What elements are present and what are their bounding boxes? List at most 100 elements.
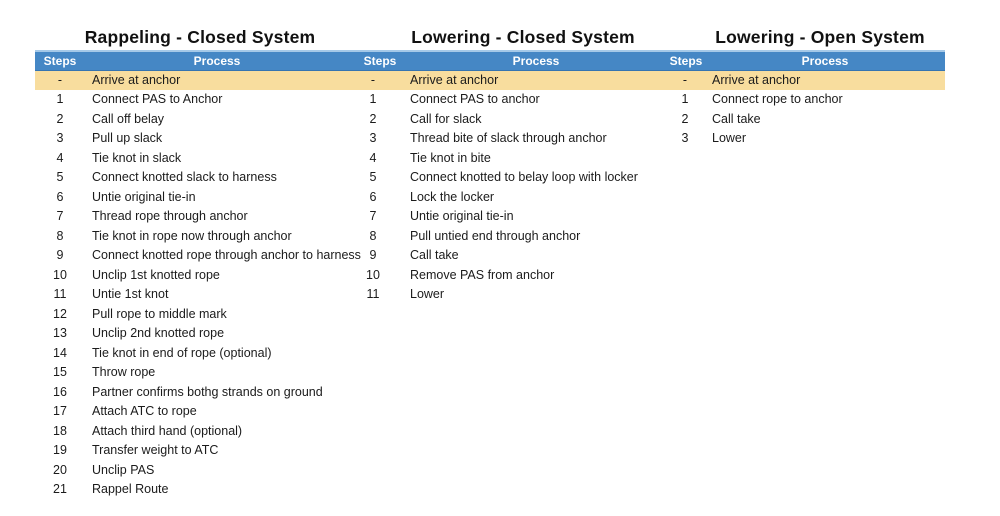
step-number: 2 [56,111,64,126]
table-row: 12 Pull rope to middle mark [35,305,361,325]
process-text: Tie knot in bite [410,150,491,165]
process-text: Tie knot in end of rope (optional) [92,345,272,360]
step-number: 7 [56,209,64,223]
process-text: Connect PAS to anchor [410,92,540,106]
step-number: 18 [53,423,67,438]
process-text: Unclip 2nd knotted rope [92,326,225,340]
process-text: Call for slack [410,111,482,126]
table-row: 4 Tie knot in bite [348,149,638,169]
step-number: 5 [56,170,64,184]
process-text: Remove PAS from anchor [410,267,555,282]
step-number: - [370,73,376,87]
process-text: Untie original tie-in [410,209,514,223]
table-row: 8 Tie knot in rope now through anchor [35,227,361,247]
step-number: 1 [56,92,64,106]
table-row: 3 Thread bite of slack through anchor [348,129,638,149]
step-number: 8 [56,228,64,243]
process-text: Tie knot in slack [92,150,182,165]
table-row: 15 Throw rope [35,363,361,383]
table-row: 7 Untie original tie-in [348,207,638,227]
step-number: 16 [53,384,67,399]
step-number: 1 [369,92,377,106]
column-header-steps: Steps [669,54,703,68]
process-text: Pull untied end through anchor [410,228,581,243]
step-number: 3 [56,131,64,145]
process-text: Thread rope through anchor [92,209,248,223]
process-text: Arrive at anchor [92,73,181,87]
step-number: 9 [369,248,377,262]
process-text: Arrive at anchor [712,73,801,87]
table-row: 1 Connect rope to anchor [660,90,843,110]
table-row: 3 Lower [660,129,843,149]
process-text: Pull rope to middle mark [92,306,227,321]
step-number: 5 [369,170,377,184]
process-text: Transfer weight to ATC [92,443,219,457]
step-number: 6 [369,189,377,204]
table-row: 2 Call for slack [348,110,638,130]
step-number: 4 [56,150,64,165]
process-text: Attach ATC to rope [92,404,197,418]
table-row: 5 Connect knotted to belay loop with loc… [348,168,638,188]
table-title-lowering-closed: Lowering - Closed System [411,27,635,47]
process-text: Attach third hand (optional) [92,423,243,438]
table-row: 9 Call take [348,246,638,266]
table-row: 9 Connect knotted rope through anchor to… [35,246,361,266]
step-number: 4 [369,150,377,165]
step-number: 6 [56,189,64,204]
table-row: 10 Remove PAS from anchor [348,266,638,286]
table-row: 21 Rappel Route [35,480,361,500]
process-text: Connect knotted rope through anchor to h… [92,248,361,262]
step-number: 10 [53,267,67,282]
table-row: 5 Connect knotted slack to harness [35,168,361,188]
step-number: 15 [53,365,67,379]
step-number: 20 [53,462,67,477]
table-row: 14 Tie knot in end of rope (optional) [35,344,361,364]
table-row: 18 Attach third hand (optional) [35,422,361,442]
table-row: 17 Attach ATC to rope [35,402,361,422]
step-number: 21 [53,482,67,496]
table-row: 1 Connect PAS to anchor [348,90,638,110]
steps-list-rappeling-closed: 1 Connect PAS to Anchor 2 Call off belay… [35,90,361,500]
column-header-process: Process [512,54,560,68]
process-text: Untie original tie-in [92,189,196,204]
step-number: 7 [369,209,377,223]
table-row: 7 Thread rope through anchor [35,207,361,227]
process-text: Untie 1st knot [92,287,169,301]
column-header-process: Process [193,54,241,68]
process-text: Unclip 1st knotted rope [92,267,220,282]
step-number: 8 [369,228,377,243]
table-row: 2 Call off belay [35,110,361,130]
step-number: 1 [681,92,689,106]
table-title-rappeling-closed: Rappeling - Closed System [84,27,316,47]
highlighted-row: - Arrive at anchor - Arrive at anchor - … [35,71,945,90]
process-text: Unclip PAS [92,462,155,477]
process-text: Connect knotted to belay loop with locke… [410,170,638,184]
table-row: 8 Pull untied end through anchor [348,227,638,247]
table-row: 19 Transfer weight to ATC [35,441,361,461]
table-row: 3 Pull up slack [35,129,361,149]
process-text: Connect rope to anchor [712,92,843,106]
steps-list-lowering-closed: 1 Connect PAS to anchor 2 Call for slack… [348,90,638,305]
steps-list-lowering-open: 1 Connect rope to anchor 2 Call take 3 L… [660,90,843,149]
process-text: Pull up slack [92,131,163,145]
table-title-lowering-open: Lowering - Open System [715,27,925,47]
process-text: Thread bite of slack through anchor [410,131,607,145]
column-header-steps: Steps [363,54,397,68]
process-text: Call off belay [92,111,165,126]
step-number: 14 [53,345,67,360]
table-row: 11 Untie 1st knot [35,285,361,305]
step-number: 19 [53,443,67,457]
process-text: Connect PAS to Anchor [92,92,223,106]
table-row: 6 Untie original tie-in [35,188,361,208]
process-text: Tie knot in rope now through anchor [92,228,292,243]
step-number: 3 [369,131,377,145]
step-number: 11 [366,287,380,301]
process-text: Lower [712,131,747,145]
column-header-steps: Steps [43,54,77,68]
step-number: 2 [369,111,377,126]
table-row: 6 Lock the locker [348,188,638,208]
process-text: Lock the locker [410,189,495,204]
process-text: Connect knotted slack to harness [92,170,277,184]
step-number: 11 [53,287,67,301]
